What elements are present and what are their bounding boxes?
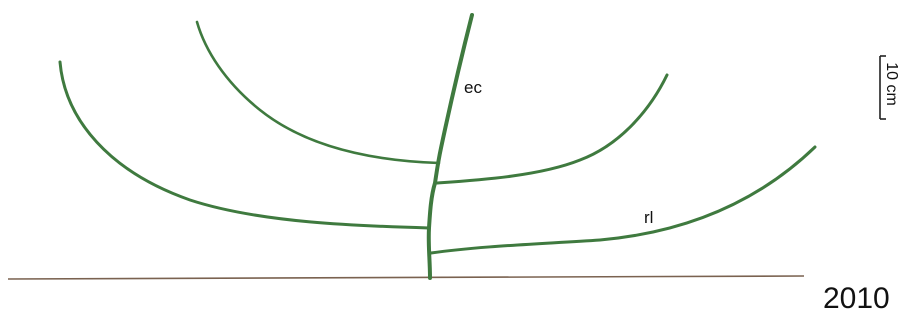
ground-line (7, 275, 805, 280)
label-ec: ec (464, 78, 482, 97)
year-label: 2010 (823, 282, 890, 315)
main-axis-ec (426, 13, 474, 280)
branch-upper-left (195, 20, 441, 165)
branch-lower-right-rl (429, 145, 817, 255)
scale-bar-label: 10 cm (883, 62, 900, 106)
label-rl: rl (644, 208, 654, 227)
branch-lower-left (58, 60, 431, 230)
scale-bar (879, 55, 886, 120)
branch-middle-right (435, 73, 669, 185)
